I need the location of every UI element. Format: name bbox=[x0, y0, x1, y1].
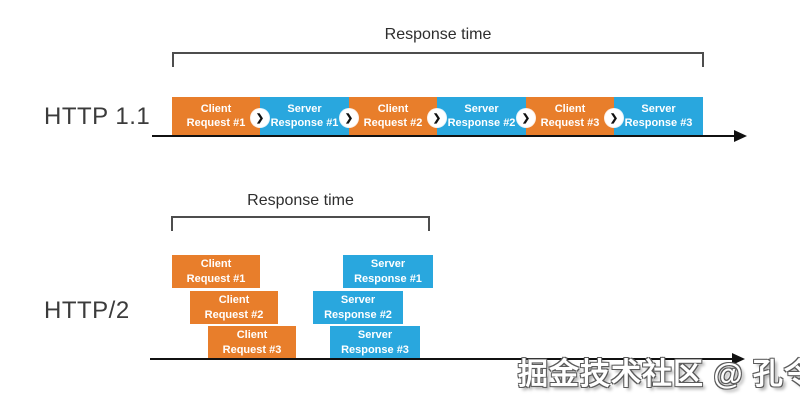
box-title: Client bbox=[554, 102, 586, 115]
http2-server-response-2-box: Server Response #2 bbox=[313, 291, 403, 324]
box-subtitle: Request #3 bbox=[540, 117, 600, 129]
box-subtitle: Response #1 bbox=[270, 117, 339, 129]
box-title: Client bbox=[200, 258, 232, 271]
box-subtitle: Request #1 bbox=[186, 272, 246, 285]
http2-client-request-1-box: Client Request #1 bbox=[172, 255, 260, 288]
http2-response-time-label: Response time bbox=[247, 192, 354, 209]
next-chevron-icon: ❯ bbox=[251, 109, 269, 127]
http2-response-time-bracket bbox=[171, 216, 430, 231]
box-title: Client bbox=[218, 294, 250, 307]
box-title: Client bbox=[236, 329, 268, 342]
box-subtitle: Request #2 bbox=[363, 117, 423, 129]
box-title: Client bbox=[377, 102, 409, 115]
box-title: Client bbox=[200, 102, 232, 115]
next-chevron-icon: ❯ bbox=[340, 109, 358, 127]
box-title: Server bbox=[287, 102, 322, 115]
box-title: Server bbox=[357, 329, 393, 342]
watermark: 掘金技术社区 @ 孔令飞 bbox=[518, 358, 800, 391]
http2-server-response-1-box: Server Response #1 bbox=[343, 255, 433, 288]
http11-client-request-1-box: Client Request #1 bbox=[172, 97, 260, 135]
http11-section-label: HTTP 1.1 bbox=[44, 103, 151, 130]
box-title: Server bbox=[370, 258, 406, 271]
http2-client-request-3-box: Client Request #3 bbox=[208, 326, 296, 359]
box-subtitle: Response #1 bbox=[354, 272, 422, 285]
http11-client-request-2-box: Client Request #2 bbox=[349, 97, 437, 135]
http11-response-time-label: Response time bbox=[384, 26, 492, 43]
next-chevron-icon: ❯ bbox=[428, 109, 446, 127]
box-subtitle: Request #3 bbox=[222, 343, 282, 356]
box-title: Server bbox=[641, 102, 676, 115]
http2-timeline bbox=[150, 358, 734, 360]
http11-server-response-3-box: Server Response #3 bbox=[614, 97, 703, 135]
http11-client-request-3-box: Client Request #3 bbox=[526, 97, 614, 135]
http11-timeline-arrowhead-icon bbox=[734, 130, 747, 142]
http11-server-response-2-box: Server Response #2 bbox=[437, 97, 526, 135]
http2-server-response-3-box: Server Response #3 bbox=[330, 326, 420, 359]
box-title: Server bbox=[464, 102, 499, 115]
box-subtitle: Request #1 bbox=[186, 117, 246, 129]
next-chevron-icon: ❯ bbox=[605, 109, 623, 127]
box-subtitle: Response #2 bbox=[324, 308, 392, 321]
box-subtitle: Request #2 bbox=[204, 308, 264, 321]
box-title: Server bbox=[340, 294, 376, 307]
next-chevron-icon: ❯ bbox=[517, 109, 535, 127]
box-subtitle: Response #3 bbox=[624, 117, 693, 129]
http11-server-response-1-box: Server Response #1 bbox=[260, 97, 349, 135]
http2-section-label: HTTP/2 bbox=[44, 297, 130, 324]
http11-response-time-bracket bbox=[172, 52, 704, 67]
box-subtitle: Response #3 bbox=[341, 343, 409, 356]
http11-timeline bbox=[152, 135, 736, 137]
box-subtitle: Response #2 bbox=[447, 117, 516, 129]
http2-timeline-arrowhead-icon bbox=[732, 353, 745, 365]
http2-client-request-2-box: Client Request #2 bbox=[190, 291, 278, 324]
